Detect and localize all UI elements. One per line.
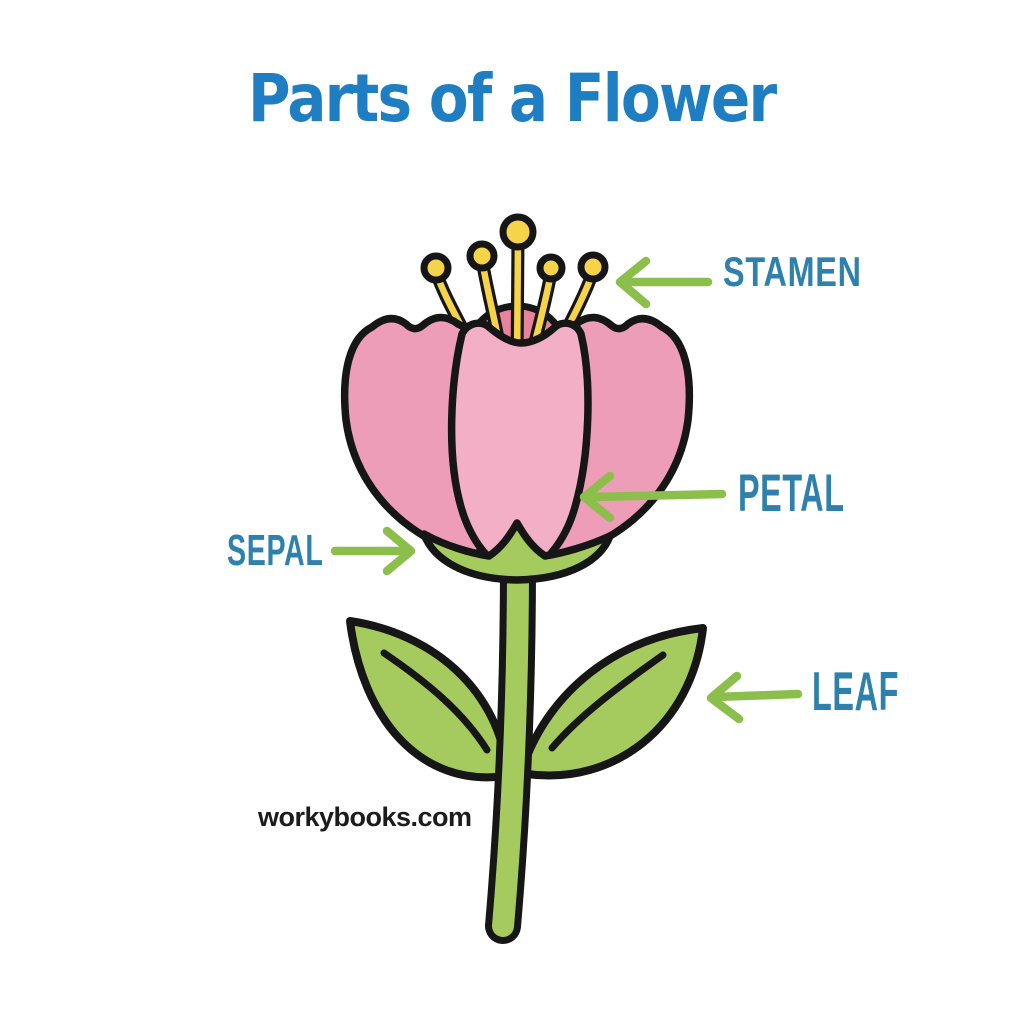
stamen-anther [577, 251, 609, 283]
petal-arrow [579, 471, 727, 523]
sepal [420, 519, 614, 584]
sepal-arrow [330, 526, 416, 576]
leaf-left [346, 617, 510, 782]
leaf-left-blade [346, 617, 510, 782]
stem-fill [492, 551, 529, 937]
stamen-anther [420, 252, 452, 284]
stamen-anther [536, 253, 566, 283]
petal-center [447, 319, 592, 582]
stem [485, 544, 536, 944]
leaf-left-vein [380, 649, 491, 754]
label-sepal: SEPAL [227, 526, 324, 575]
leaf-right-blade [520, 624, 707, 780]
leaf-arrow [706, 671, 803, 724]
stamen-arrow [615, 256, 713, 309]
label-stamen: STAMEN [723, 248, 862, 295]
watermark-text: workybooks.com [258, 802, 472, 832]
leaf-right-vein [548, 651, 667, 752]
stamen-anther [466, 240, 498, 272]
label-leaf: LEAF [812, 660, 900, 722]
leaf-right [520, 624, 707, 780]
label-petal: PETAL [738, 464, 845, 523]
stamen-anther [499, 213, 537, 251]
page-title: Parts of a Flower [248, 60, 777, 137]
